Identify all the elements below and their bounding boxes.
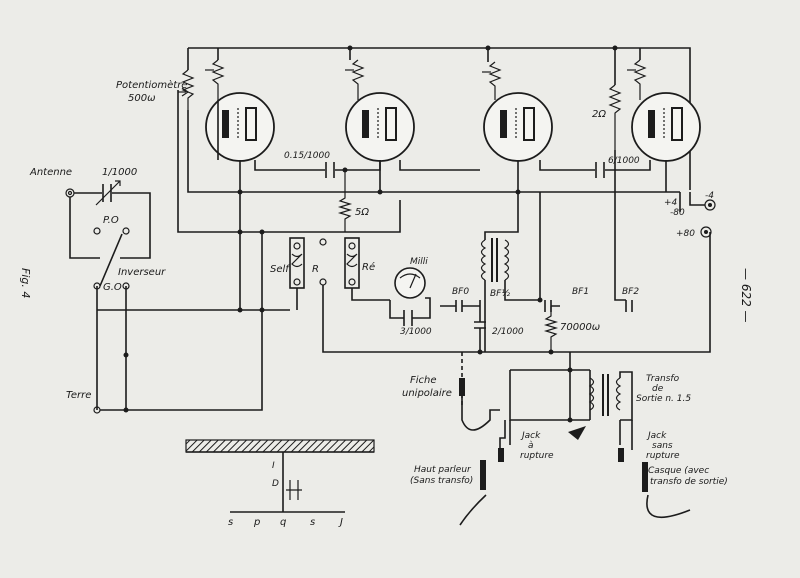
label-transfo: Transfo bbox=[646, 374, 680, 384]
label-jack-s2: sans bbox=[652, 441, 673, 451]
label-re: Ré bbox=[362, 261, 375, 273]
capacitor-6 bbox=[595, 162, 605, 178]
milliammeter bbox=[394, 267, 426, 299]
second-bus bbox=[177, 90, 401, 310]
label-bf0: BF0 bbox=[452, 287, 469, 297]
jack-sans-rupture[interactable] bbox=[618, 420, 633, 462]
variable-cap-arrow bbox=[95, 180, 121, 206]
grid-lines bbox=[254, 160, 651, 171]
ground-line bbox=[100, 310, 263, 411]
label-minus80: -80 bbox=[670, 208, 685, 218]
capacitor-bf2 bbox=[625, 300, 633, 312]
resistor-5-ohm bbox=[337, 170, 353, 232]
speaker-cord bbox=[459, 494, 487, 526]
battery-terminals[interactable] bbox=[679, 192, 716, 238]
label-casque: Casque (avec bbox=[648, 466, 709, 476]
label-jack-a: Jack bbox=[520, 431, 541, 441]
label-haut: Haut parleur bbox=[414, 465, 472, 475]
antenna-line bbox=[69, 192, 151, 259]
potentiometer-1 bbox=[178, 69, 195, 110]
label-antenne: Antenne bbox=[29, 167, 72, 178]
inverter-switch[interactable] bbox=[93, 227, 290, 410]
label-jack-s3: rupture bbox=[646, 451, 680, 461]
label-d: D bbox=[272, 479, 279, 489]
potentiometer-2 bbox=[205, 59, 225, 100]
label-minus4: -4 bbox=[705, 191, 714, 201]
reaction-coil bbox=[344, 237, 360, 289]
label-pot-value: 500ω bbox=[128, 93, 155, 104]
output-wires bbox=[509, 369, 591, 421]
inset-letter: J bbox=[338, 517, 343, 528]
label-casque2: transfo de sortie) bbox=[650, 477, 728, 487]
label-cap-grid: 0.15/1000 bbox=[284, 151, 330, 161]
label-res-2: 2Ω bbox=[592, 109, 606, 120]
label-cap-antenne: 1/1000 bbox=[102, 167, 137, 178]
fiche-unipolaire[interactable] bbox=[459, 352, 500, 431]
label-i: I bbox=[272, 461, 275, 471]
transformer-bf-half bbox=[480, 192, 540, 352]
inset-letter: p bbox=[253, 517, 260, 528]
label-potentiometre: Potentiomètre bbox=[116, 79, 187, 91]
capacitor-bf0 bbox=[455, 300, 463, 312]
antenna-terminal[interactable] bbox=[65, 188, 75, 198]
tube-1 bbox=[205, 92, 275, 162]
label-r: R bbox=[312, 264, 319, 275]
label-res-70000: 70000ω bbox=[560, 322, 600, 333]
label-self: Self bbox=[270, 264, 290, 275]
inset-letter: s bbox=[228, 517, 233, 528]
label-transfo3: Sortie n. 1.5 bbox=[636, 394, 691, 404]
tube-3 bbox=[483, 92, 553, 162]
capacitor-0-15 bbox=[325, 162, 335, 178]
junction-dots bbox=[237, 45, 618, 423]
arrow-mark bbox=[568, 426, 586, 440]
label-plus4: +4 bbox=[664, 198, 678, 208]
resistor-2-ohm bbox=[608, 84, 622, 150]
label-unipolaire: unipolaire bbox=[402, 388, 452, 399]
label-go: G.O bbox=[103, 282, 122, 293]
label-transfo2: de bbox=[652, 384, 664, 394]
inset-letter: s bbox=[310, 517, 315, 528]
inset-letter: q bbox=[280, 517, 286, 528]
label-po: P.O bbox=[103, 215, 119, 226]
tube-4 bbox=[631, 92, 701, 162]
label-jack-a3: rupture bbox=[520, 451, 554, 461]
label-cap-2: 2/1000 bbox=[492, 327, 524, 337]
label-jack-s: Jack bbox=[646, 431, 667, 441]
page-number: — 622 — bbox=[739, 268, 753, 323]
label-plus80: +80 bbox=[676, 229, 695, 239]
label-bf2: BF2 bbox=[622, 287, 639, 297]
potentiometer-3 bbox=[345, 59, 365, 100]
self-coil bbox=[289, 237, 305, 289]
label-terre: Terre bbox=[66, 390, 91, 401]
capacitor-antenna bbox=[102, 184, 112, 202]
label-bf-half: BF½ bbox=[490, 289, 510, 299]
filament-bus bbox=[187, 100, 680, 193]
label-milli: Milli bbox=[410, 257, 428, 267]
capacitor-bf1 bbox=[544, 300, 552, 312]
label-inverseur: Inverseur bbox=[118, 267, 166, 278]
label-bf1: BF1 bbox=[572, 287, 589, 297]
label-jack-a2: à bbox=[528, 441, 534, 451]
jack-rupture[interactable] bbox=[498, 420, 511, 462]
label-haut2: (Sans transfo) bbox=[410, 476, 473, 486]
potentiometer-5 bbox=[627, 59, 647, 100]
label-fig: Fig. 4 bbox=[19, 268, 32, 298]
capacitor-3 bbox=[403, 310, 413, 326]
label-fiche: Fiche bbox=[410, 375, 437, 386]
resistor-70000 bbox=[543, 306, 559, 352]
top-drops bbox=[187, 48, 641, 85]
casque-cord bbox=[646, 494, 691, 519]
r-terminal[interactable] bbox=[319, 238, 327, 246]
speaker-plug bbox=[480, 460, 486, 490]
inset-diagram bbox=[185, 439, 375, 513]
casque-plug bbox=[642, 462, 648, 492]
label-cap-3: 3/1000 bbox=[400, 327, 432, 337]
label-cap-6: 6/1000 bbox=[608, 156, 640, 166]
label-res-5: 5Ω bbox=[355, 207, 369, 218]
output-transformer bbox=[588, 371, 633, 421]
potentiometer-4 bbox=[482, 61, 502, 100]
tube-2 bbox=[345, 92, 415, 162]
